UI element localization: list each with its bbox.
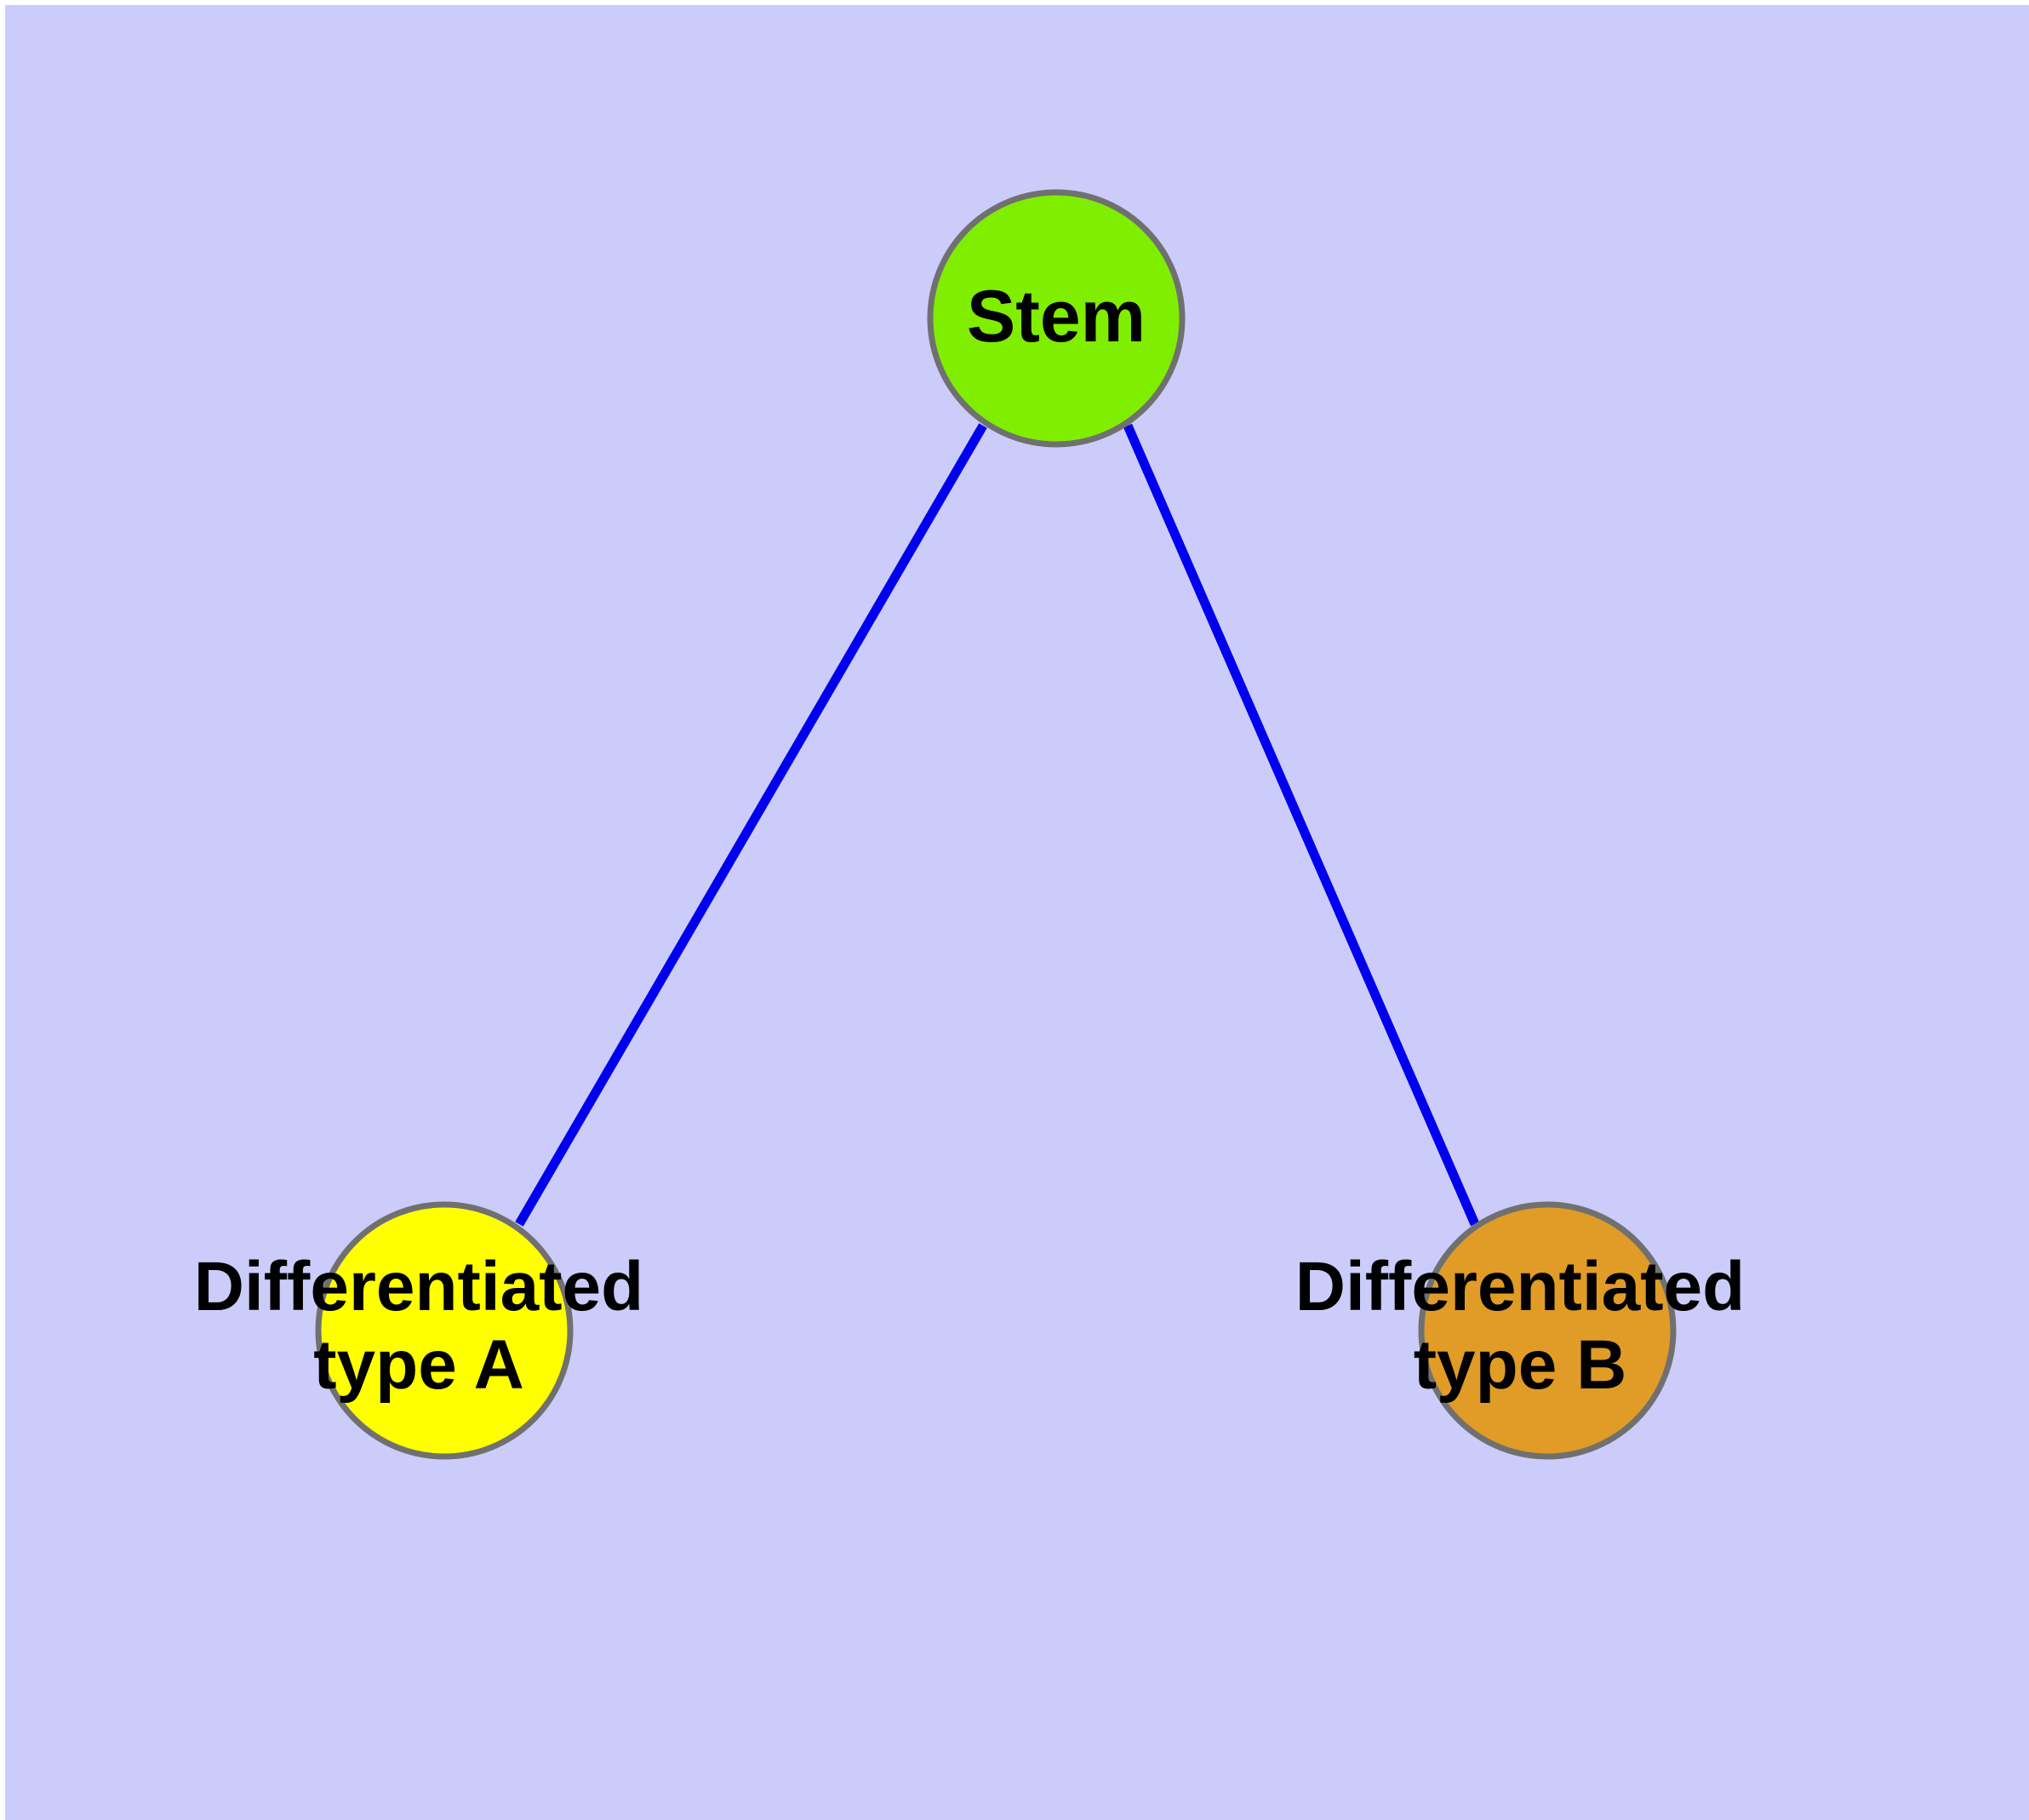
node-layer	[315, 189, 1677, 1460]
node-label-stem: Stem	[967, 276, 1146, 358]
edge-stem-to-differentiated-a[interactable]	[515, 423, 987, 1227]
edge-stem-to-differentiated-b[interactable]	[1123, 423, 1480, 1227]
node-differentiated-type-a[interactable]	[315, 1201, 574, 1460]
edge-layer	[515, 423, 1480, 1227]
node-differentiated-type-b[interactable]	[1418, 1201, 1677, 1460]
node-stem[interactable]	[927, 189, 1186, 448]
